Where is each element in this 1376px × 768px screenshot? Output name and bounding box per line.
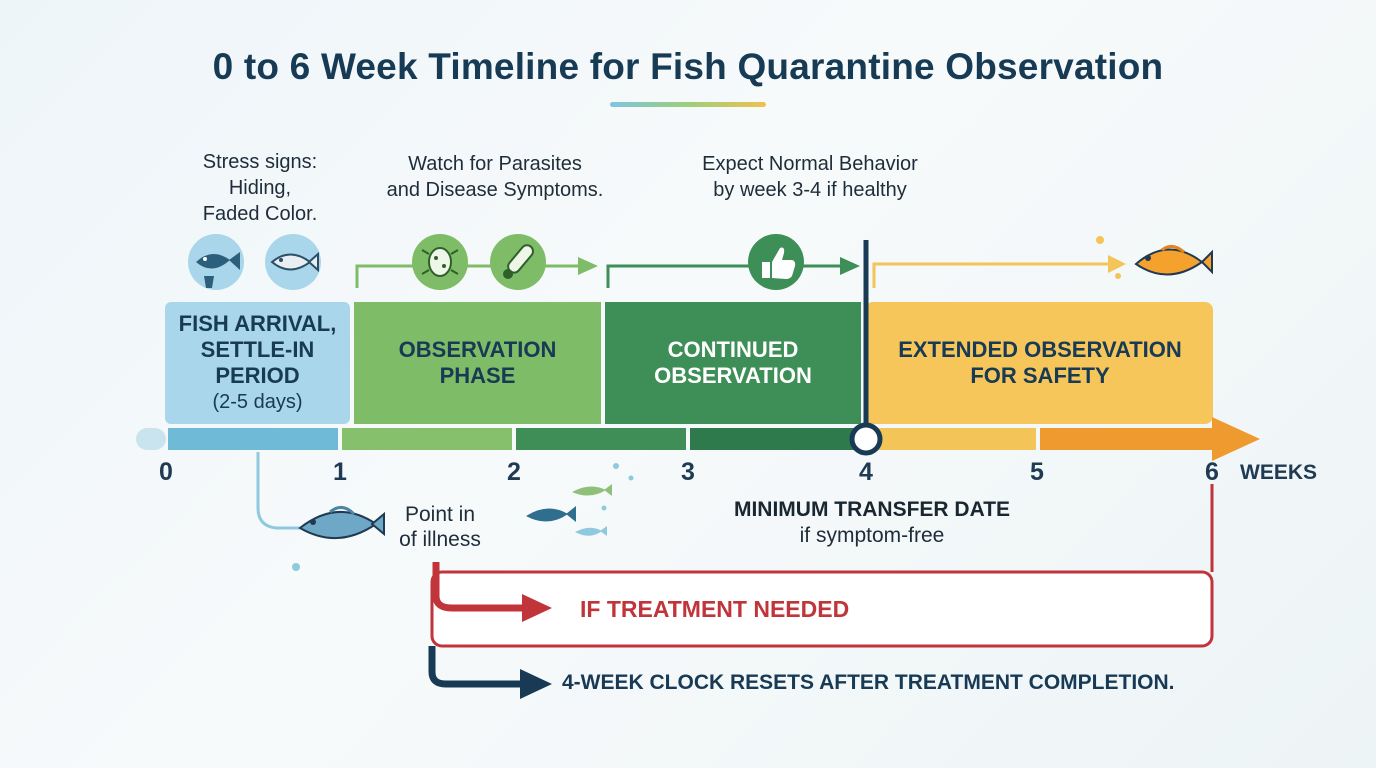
tick-week-2: 2 <box>507 458 521 486</box>
pale-fish-icon <box>265 234 321 290</box>
normal-behavior-note: Expect Normal Behavior by week 3-4 if he… <box>702 153 918 201</box>
phase-block-continued <box>605 302 861 424</box>
tick-week-4: 4 <box>859 458 873 486</box>
reset-arrow <box>428 646 524 688</box>
tick-week-0: 0 <box>159 458 173 486</box>
phase-observation: OBSERVATION PHASE <box>398 337 557 388</box>
phase-extended: EXTENDED OBSERVATION FOR SAFETY <box>898 337 1182 388</box>
treatment-arrow <box>432 562 526 612</box>
healthy-fish-icon <box>1134 245 1213 276</box>
phase-block-arrival <box>165 302 350 424</box>
stress-signs-note: Stress signs: Hiding, Faded Color. <box>202 151 318 225</box>
minimum-transfer-date: MINIMUM TRANSFER DATE if symptom-free <box>733 498 1011 547</box>
treatment-box <box>430 570 1214 648</box>
phase-arrival: FISH ARRIVAL, SETTLE-IN PERIOD (2-5 days… <box>178 311 337 413</box>
phase-continued: CONTINUED OBSERVATION <box>654 337 812 388</box>
reset-label: 4-WEEK CLOCK RESETS AFTER TREATMENT COMP… <box>562 671 1175 694</box>
thermometer-icon <box>490 234 546 290</box>
tick-week-6: 6 <box>1205 458 1219 486</box>
page-title: 0 to 6 Week Timeline for Fish Quarantine… <box>212 46 1164 87</box>
thumbs-up-icon <box>748 234 804 290</box>
phase-block-extended <box>865 302 1213 424</box>
tick-week-5: 5 <box>1030 458 1044 486</box>
parasite-icon <box>412 234 468 290</box>
phase-block-observation <box>354 302 601 424</box>
tick-week-3: 3 <box>681 458 695 486</box>
title-underline <box>610 102 766 107</box>
arrow-continued <box>606 264 842 288</box>
illness-connector <box>256 452 300 530</box>
tick-week-1: 1 <box>333 458 347 486</box>
stressed-fish-icon <box>188 234 244 290</box>
small-fish-group <box>526 463 634 536</box>
axis-unit-label: WEEKS <box>1240 461 1318 484</box>
arrow-observation <box>355 264 580 288</box>
parasites-note: Watch for Parasites and Disease Symptoms… <box>386 153 604 201</box>
week-4-marker-dot <box>849 422 883 456</box>
timeline-bar <box>136 417 1260 461</box>
illness-fish-icon <box>298 506 385 539</box>
arrow-extended <box>872 262 1112 288</box>
treatment-label: IF TREATMENT NEEDED <box>580 596 850 622</box>
illness-label: Point in of illness <box>399 503 481 551</box>
